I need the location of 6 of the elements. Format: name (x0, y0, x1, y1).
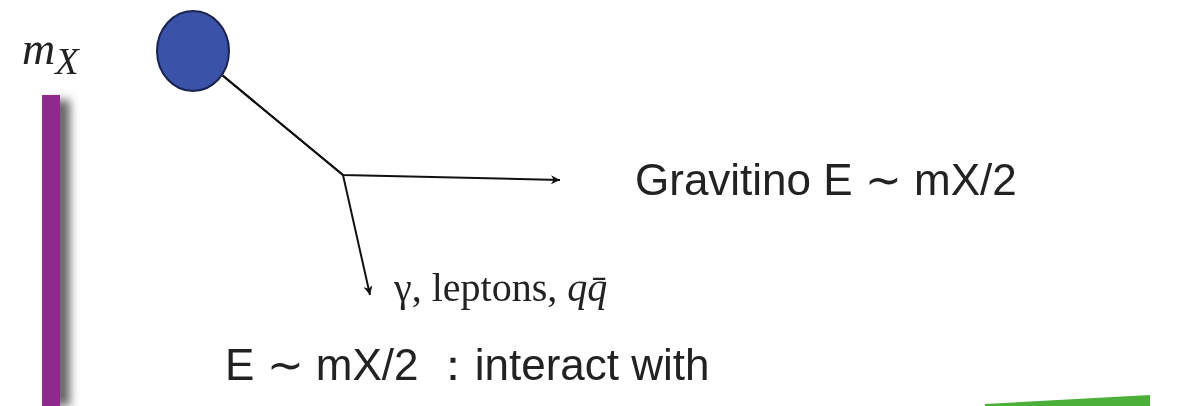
particle-label: Gravitino E ∼ mX/2 (560, 150, 1200, 210)
note-text: E ∼ mX/2 ：interact with (225, 339, 710, 391)
particle-label: γ, leptons, qq̄ (372, 258, 792, 318)
circle-node (156, 10, 230, 92)
mass-label: m$_{X}$ (22, 22, 79, 84)
arrow (221, 74, 373, 296)
